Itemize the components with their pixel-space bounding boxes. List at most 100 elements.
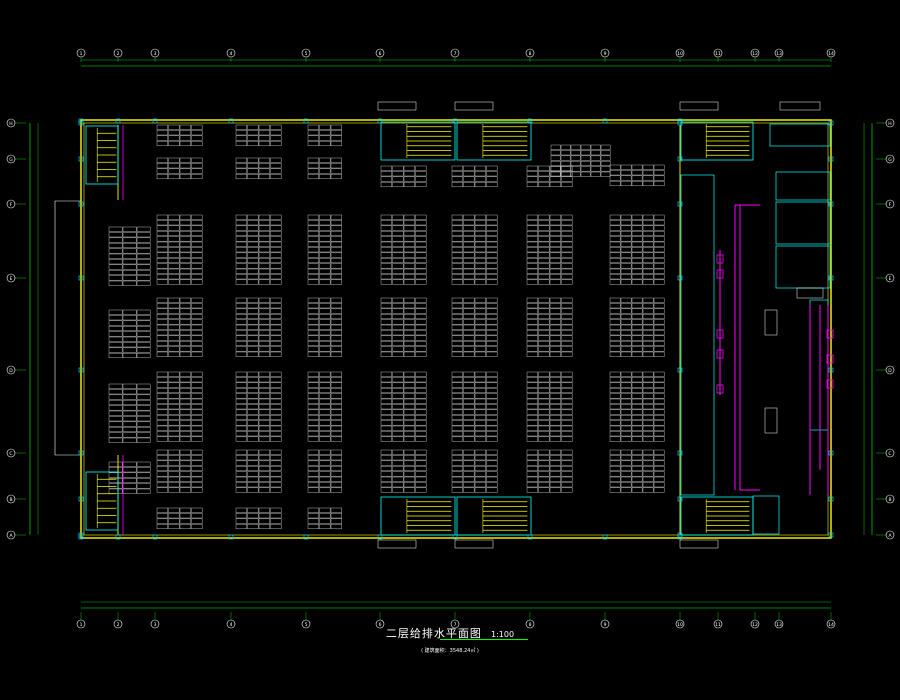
seat-cell <box>415 241 427 247</box>
axis-bubble <box>885 199 895 209</box>
seat-cell <box>570 160 581 167</box>
seat-cell <box>451 308 463 314</box>
window-frame <box>454 101 494 111</box>
seat-cell <box>270 135 282 141</box>
seat-cell <box>642 252 654 258</box>
seat-cell <box>631 335 643 341</box>
seat-cell <box>486 404 498 410</box>
axis-label: 13 <box>776 622 782 628</box>
seat-cell <box>179 163 191 169</box>
seat-cell <box>451 377 463 383</box>
seat-cell <box>247 330 259 336</box>
seat-cell <box>247 124 259 130</box>
seat-cell <box>403 414 415 421</box>
seat-cell <box>319 252 331 258</box>
seat-cell <box>538 220 550 226</box>
seat-cell <box>631 252 643 258</box>
seat-cell <box>247 465 259 472</box>
seat-cell <box>526 181 538 188</box>
column-marker <box>602 534 608 540</box>
seat-cell <box>258 225 270 231</box>
seat-cell <box>319 455 331 461</box>
seat-cell <box>526 241 538 247</box>
seat-cell <box>631 465 643 472</box>
seat-cell <box>486 465 498 472</box>
seat-cell <box>609 404 621 410</box>
seat-cell <box>526 371 538 377</box>
seat-cell <box>570 155 581 161</box>
seat-cell <box>653 324 665 330</box>
drawing-scale: 1:100 <box>491 630 515 639</box>
seat-cell <box>590 171 601 177</box>
seat-cell <box>570 144 581 150</box>
seat-cell <box>122 280 137 286</box>
seat-cell <box>247 436 259 442</box>
seat-cell <box>549 236 561 242</box>
seat-cell <box>538 346 550 352</box>
seat-cell <box>549 181 561 188</box>
seat-cell <box>653 449 665 455</box>
seat-cell <box>168 173 180 180</box>
seat-cell <box>403 220 415 226</box>
seat-cell <box>609 335 621 341</box>
seat-cell <box>270 236 282 242</box>
seat-cell <box>122 264 137 270</box>
seat-cell <box>330 214 342 220</box>
seat-cell <box>136 325 151 332</box>
seat-cell <box>179 518 191 524</box>
seat-cell <box>380 268 392 274</box>
seat-cell <box>156 351 168 357</box>
seat-cell <box>270 313 282 320</box>
seat-cell <box>642 404 654 410</box>
seat-cell <box>108 242 123 249</box>
seat-cell <box>549 455 561 461</box>
seat-cell <box>330 465 342 472</box>
seat-cell <box>330 220 342 226</box>
seat-cell <box>136 461 151 467</box>
seat-cell <box>631 170 643 176</box>
seat-cell <box>319 135 331 141</box>
seat-cell <box>156 130 168 136</box>
seat-cell <box>463 274 475 280</box>
seat-cell <box>122 275 137 281</box>
seat-cell <box>179 409 191 415</box>
seat-cell <box>235 303 247 309</box>
seat-cell <box>392 425 404 431</box>
seat-cell <box>247 425 259 431</box>
seat-cell <box>549 431 561 437</box>
seat-cell <box>108 399 123 406</box>
seat-cell <box>392 252 404 258</box>
seat-cell <box>403 393 415 399</box>
seat-cell <box>108 237 123 243</box>
seat-cell <box>191 279 203 285</box>
seat-cell <box>247 460 259 466</box>
seat-cell <box>609 387 621 394</box>
axis-label: C <box>9 451 12 457</box>
seat-cell <box>270 523 282 530</box>
seat-cell <box>642 425 654 431</box>
seat-cell <box>474 425 486 431</box>
seat-cell <box>451 476 463 482</box>
seat-cell <box>108 331 123 337</box>
seat-cell <box>620 371 632 377</box>
seat-cell <box>122 394 137 400</box>
seat-cell <box>415 455 427 461</box>
seat-cell <box>307 225 319 231</box>
seat-cell <box>258 335 270 341</box>
seat-cell <box>270 230 282 237</box>
seat-cell <box>247 163 259 169</box>
seat-cell <box>620 324 632 330</box>
seat-cell <box>235 471 247 477</box>
seat-cell <box>486 230 498 237</box>
seat-cell <box>122 483 137 489</box>
axis-bubble <box>600 48 610 58</box>
seat-cell <box>642 387 654 394</box>
seat-cell <box>380 274 392 280</box>
seat-cell <box>319 330 331 336</box>
seat-cell <box>474 297 486 303</box>
seat-cell <box>191 263 203 269</box>
seat-cell <box>653 371 665 377</box>
seat-cell <box>642 409 654 415</box>
seat-cell <box>307 308 319 314</box>
seat-cell <box>642 393 654 399</box>
